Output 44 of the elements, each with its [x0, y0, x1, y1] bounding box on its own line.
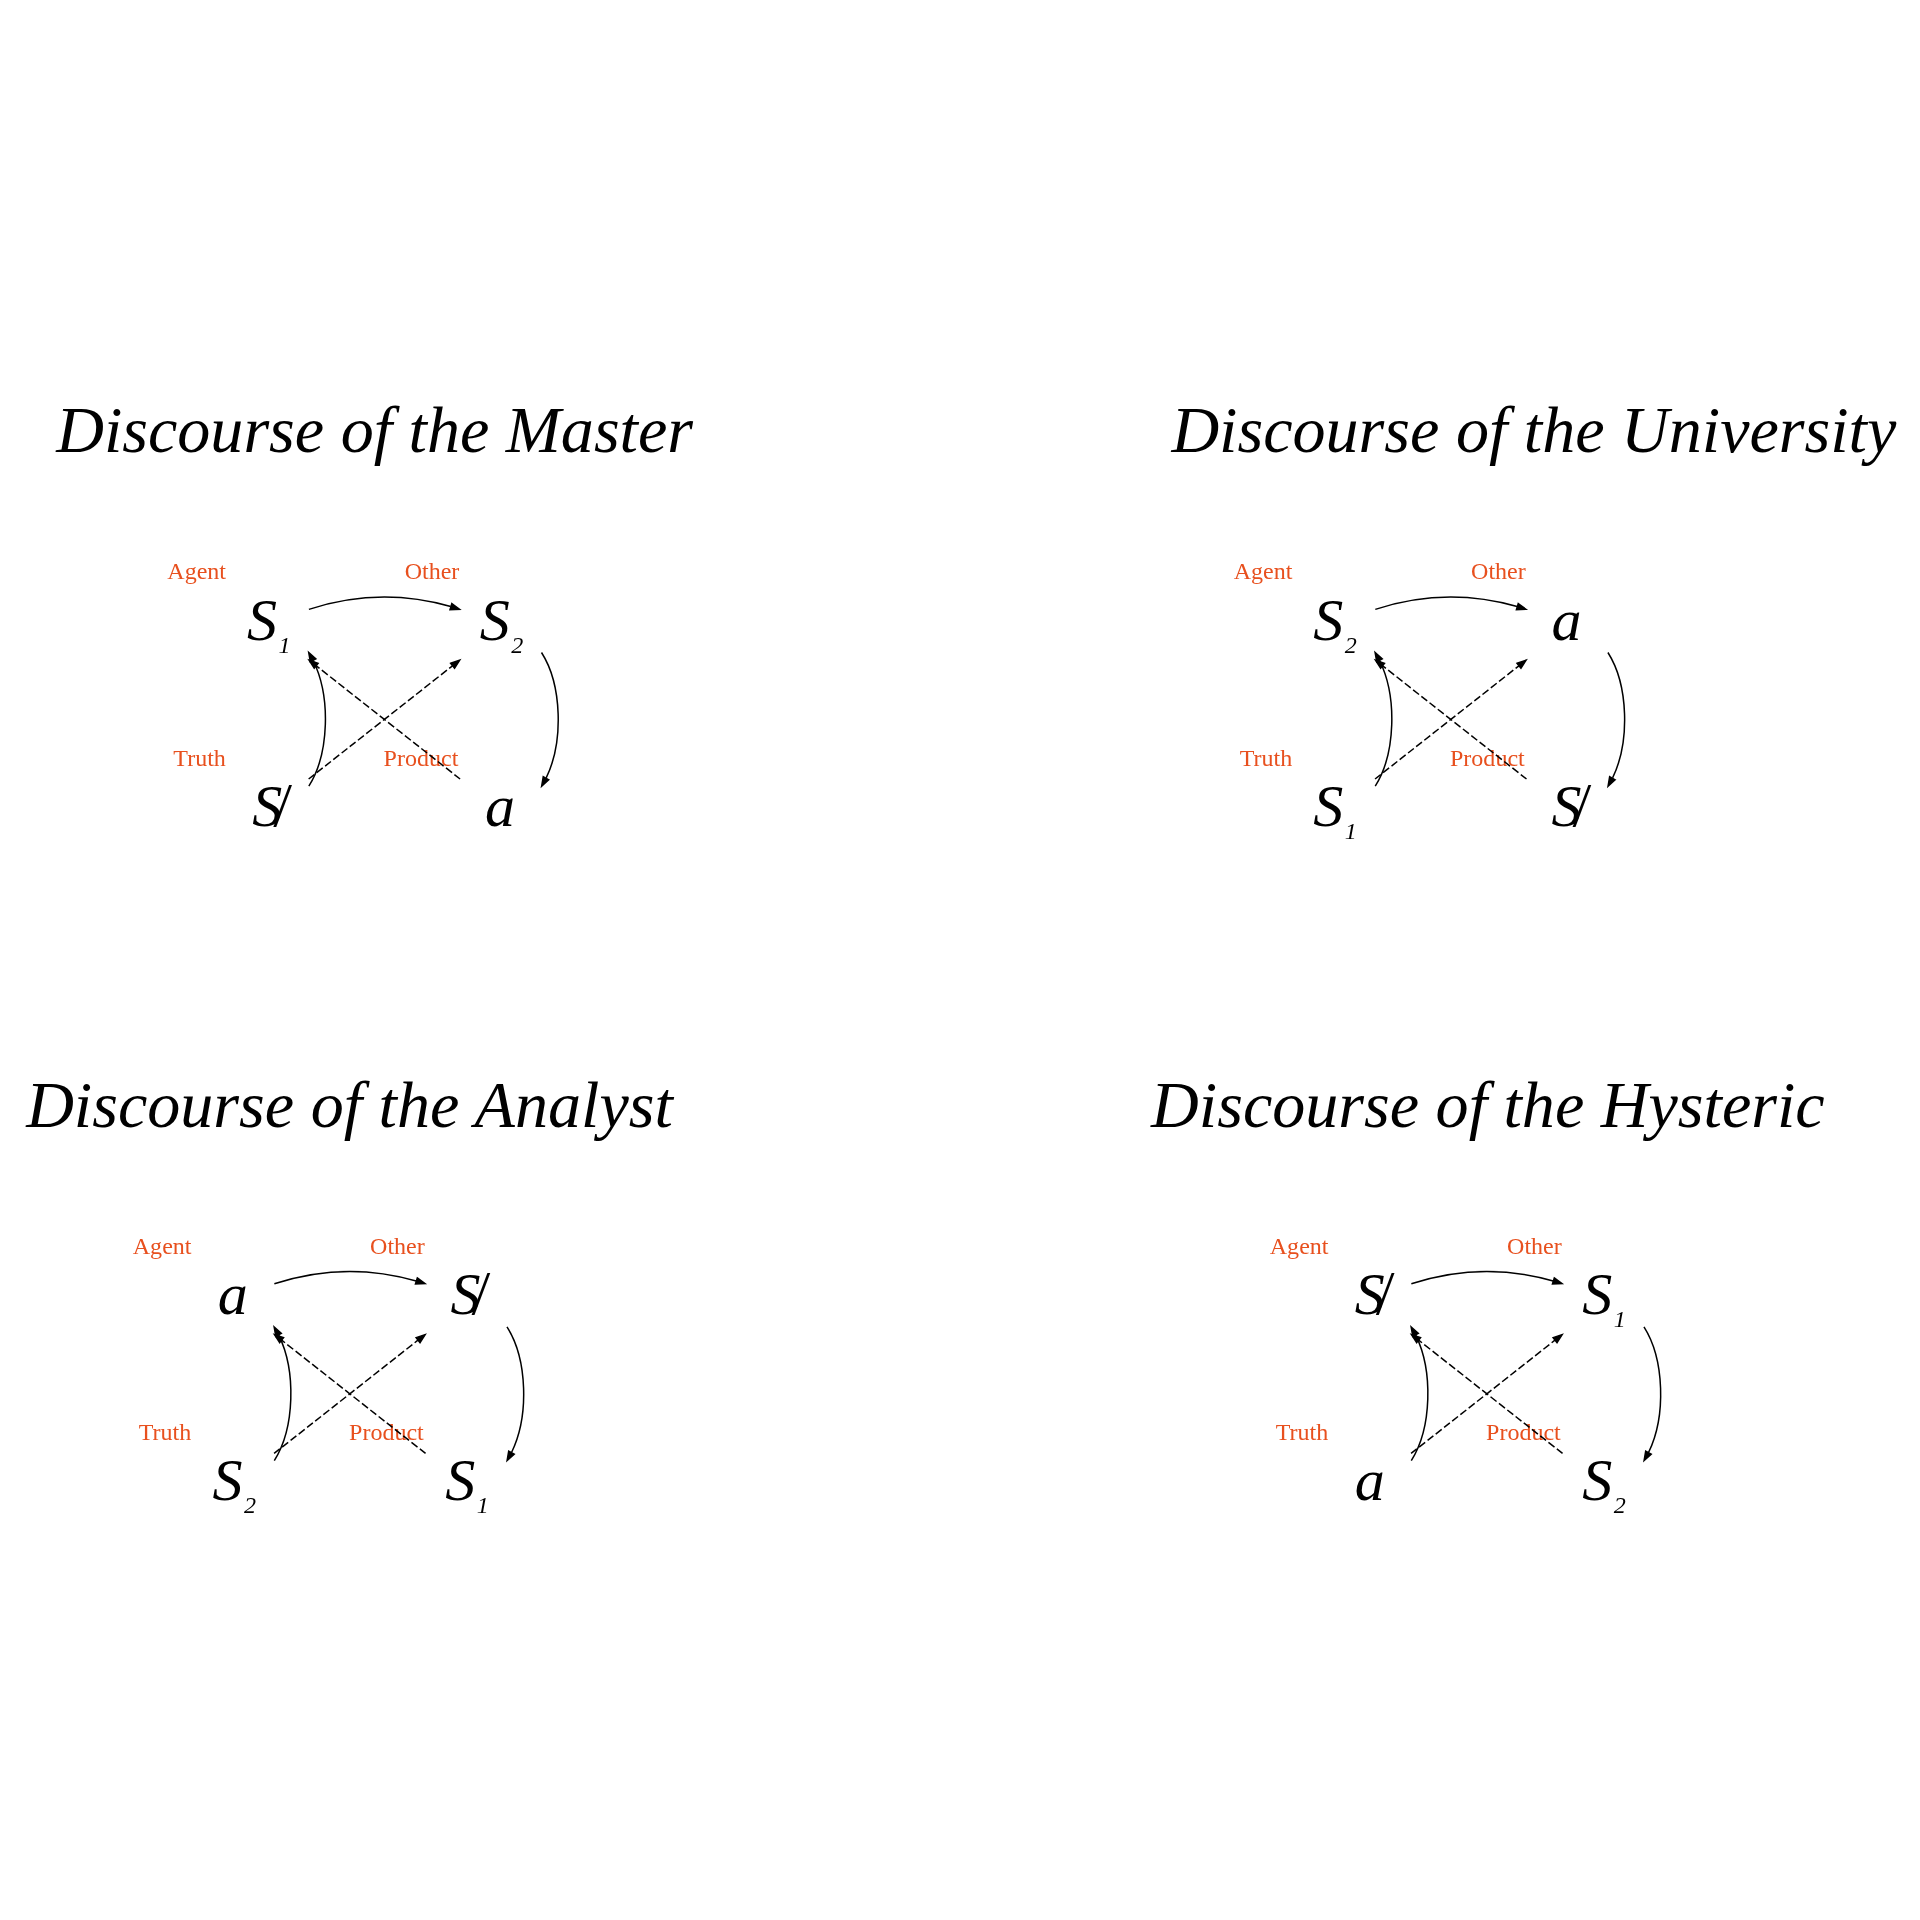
node-label: Product	[349, 1418, 424, 1445]
node-text: S$_{2}$	[212, 1445, 256, 1518]
node-text: a	[485, 771, 516, 839]
arrow	[307, 650, 327, 787]
node-text: S$_{2}$	[1313, 585, 1357, 658]
node-text: S$_{1}$	[445, 1445, 489, 1518]
node-label: Product	[1450, 744, 1525, 771]
node-label: Other	[1507, 1232, 1562, 1259]
node-label: Truth	[1275, 1418, 1329, 1445]
arrow	[1374, 650, 1393, 787]
arrow	[1606, 651, 1626, 788]
node-label: Agent	[1269, 1232, 1329, 1259]
node-text: a	[1551, 585, 1582, 653]
node-label: Other	[404, 557, 460, 584]
label: Discourse of the Analyst	[26, 1067, 673, 1141]
node-label: Truth	[138, 1418, 192, 1445]
label: Discourse of the Master	[56, 392, 694, 466]
node-label: Other	[1471, 557, 1526, 584]
node-label: Agent	[132, 1232, 192, 1259]
node-label: Product	[383, 744, 459, 771]
node-text: S$_{1}$	[1313, 771, 1357, 844]
arrow	[1410, 1324, 1429, 1461]
arrow	[506, 1325, 525, 1463]
node-text: S$_{2}$	[479, 585, 524, 658]
node-label: Product	[1486, 1418, 1561, 1445]
arrow	[540, 651, 559, 788]
node-text: S$_{1}$	[246, 585, 291, 658]
arrow	[1643, 1325, 1662, 1463]
arrow	[1374, 595, 1529, 610]
node-text: S$_{1}$	[1582, 1259, 1626, 1332]
node-label: Truth	[1239, 744, 1293, 771]
arrow	[273, 1324, 292, 1461]
node-text: a	[217, 1259, 248, 1327]
node-text: a	[1354, 1445, 1385, 1513]
node-label: Agent	[1233, 557, 1293, 584]
label: Discourse of the Hysteric	[1151, 1067, 1825, 1141]
node-text: S$_{2}$	[1582, 1445, 1626, 1518]
arrow	[308, 595, 462, 610]
node-label: Agent	[167, 557, 227, 584]
arrow	[273, 1270, 428, 1285]
arrow	[1410, 1270, 1565, 1285]
label: Discourse of the University	[1171, 392, 1897, 466]
node-label: Truth	[173, 744, 226, 771]
node-label: Other	[370, 1232, 425, 1259]
